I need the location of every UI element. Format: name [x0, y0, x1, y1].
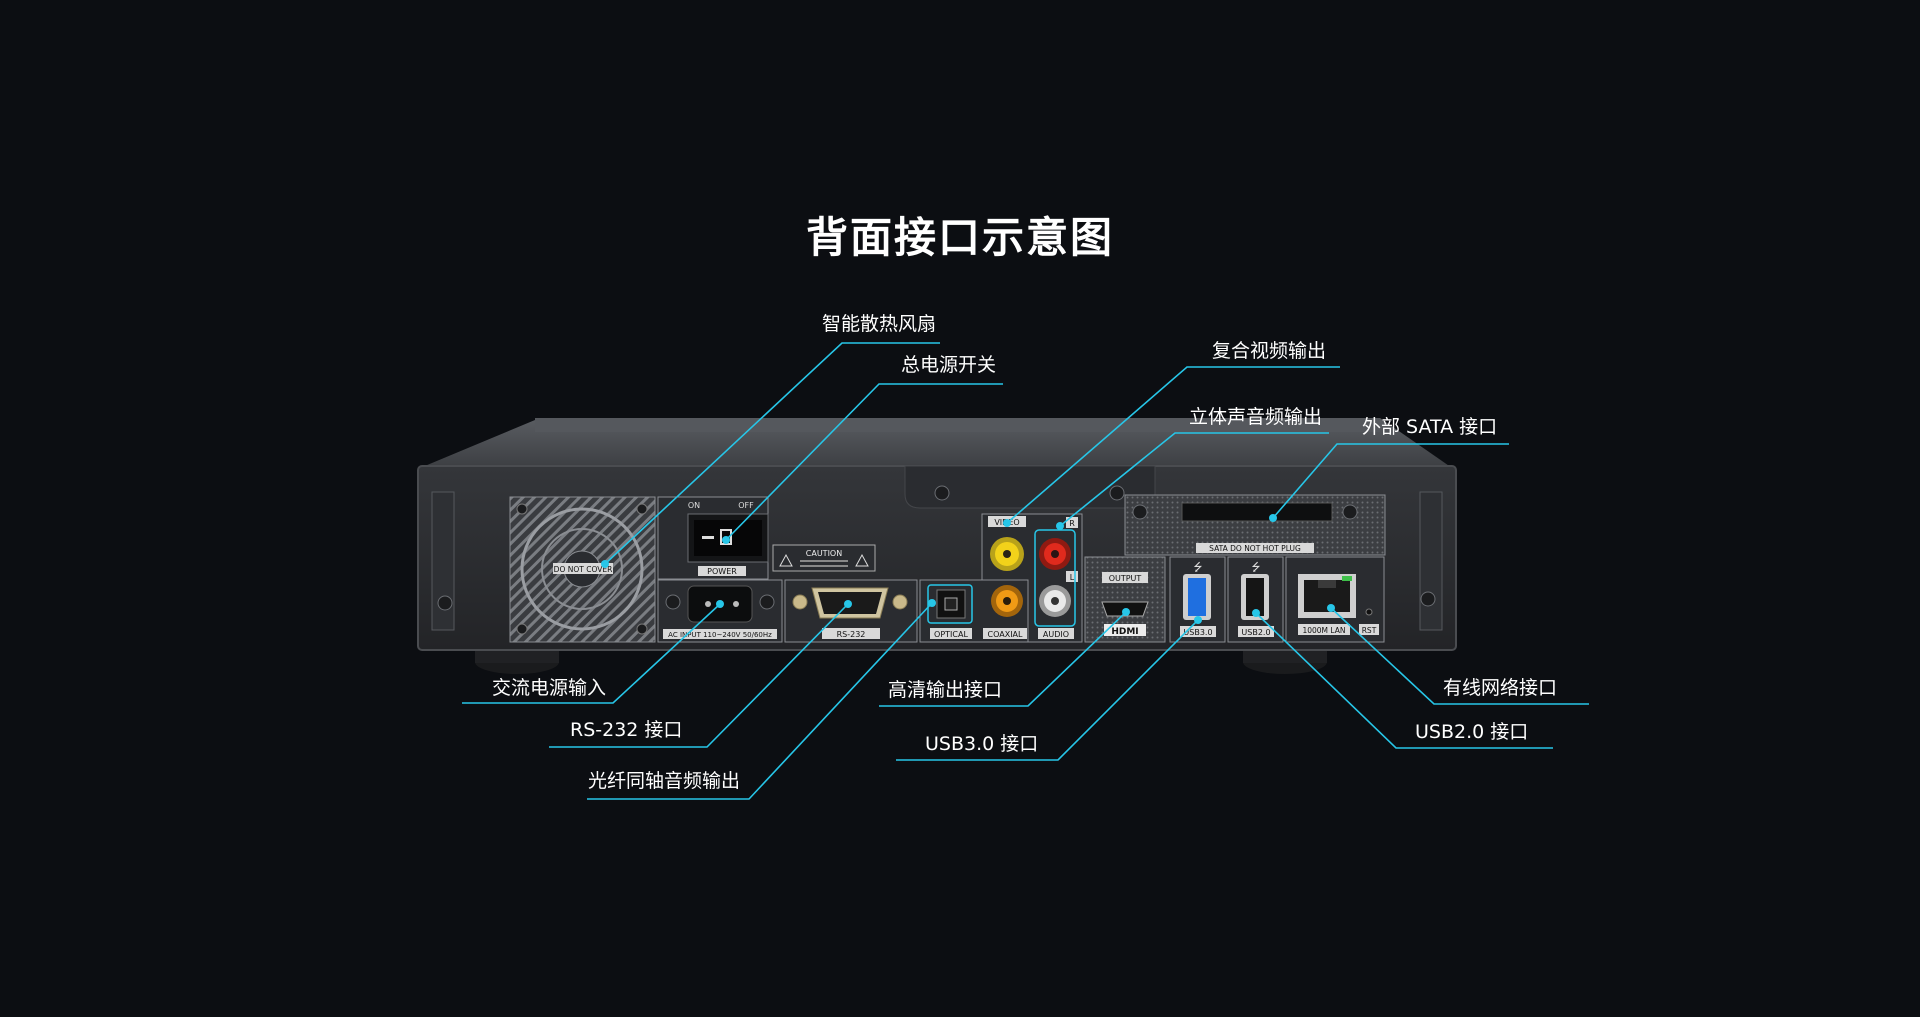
leader-composite-video [1006, 366, 1340, 524]
leader-optical-coax [587, 602, 933, 800]
usb3-text: USB3.0 [1183, 628, 1212, 637]
usb2-port[interactable]: ⭍ USB2.0 [1227, 556, 1284, 643]
callout-power-switch: 总电源开关 [900, 354, 996, 376]
power-label: POWER [707, 567, 737, 576]
video-jack[interactable] [990, 537, 1024, 571]
callout-lines [462, 342, 1589, 800]
leader-stereo-audio [1059, 432, 1329, 527]
ac-input-port[interactable]: AC INPUT 110~240V 50/60Hz [657, 579, 783, 643]
optical-text: OPTICAL [934, 630, 968, 639]
audio-text: AUDIO [1043, 630, 1069, 639]
usb3-port[interactable]: ⭍ USB3.0 [1169, 556, 1226, 643]
coaxial-jack[interactable] [991, 585, 1023, 617]
callout-ac-input: 交流电源输入 [492, 677, 607, 699]
hdmi-port[interactable]: OUTPUT HDMI [1084, 556, 1166, 643]
callout-stereo-audio: 立体声音频输出 [1188, 406, 1322, 428]
caution-label: CAUTION [772, 544, 876, 572]
power-switch[interactable]: ON OFF POWER [657, 496, 769, 580]
leader-usb2 [1255, 612, 1553, 749]
usb2-text: USB2.0 [1241, 628, 1270, 637]
hdmi-text: HDMI [1111, 627, 1138, 637]
fan-vent: DO NOT COVER [509, 496, 656, 643]
callout-usb2: USB2.0 接口 [1415, 721, 1529, 743]
callout-optical-coax: 光纤同轴音频输出 [588, 770, 741, 792]
usb-icon: ⭍ [1193, 561, 1202, 574]
usb-icon: ⭍ [1251, 561, 1260, 574]
leader-power-switch [725, 383, 1003, 541]
leader-lan [1330, 607, 1589, 705]
rs232-port[interactable]: RS-232 [784, 579, 918, 643]
caution-text: CAUTION [806, 549, 842, 558]
page-title: 背面接口示意图 [805, 213, 1114, 263]
do-not-cover-text: DO NOT COVER [554, 565, 613, 574]
audio-right-jack[interactable] [1039, 538, 1071, 570]
r-text: R [1069, 519, 1075, 528]
l-text: L [1070, 573, 1075, 582]
sata-text: SATA DO NOT HOT PLUG [1209, 544, 1301, 553]
leader-rs232 [549, 603, 849, 748]
leader-usb3 [896, 619, 1199, 761]
callout-dots [601, 514, 1335, 624]
esata-port[interactable]: SATA DO NOT HOT PLUG [1124, 494, 1386, 556]
off-label: OFF [738, 501, 754, 510]
callout-rs232: RS-232 接口 [570, 719, 683, 741]
output-text: OUTPUT [1109, 574, 1142, 583]
lan-port[interactable]: 1000M LAN RST [1285, 556, 1385, 643]
leader-esata [1272, 443, 1509, 519]
callout-fan: 智能散热风扇 [821, 313, 936, 335]
leader-fan [604, 342, 940, 565]
rst-text: RST [1362, 626, 1377, 635]
on-label: ON [688, 501, 700, 510]
callout-esata: 外部 SATA 接口 [1362, 416, 1498, 438]
optical-port[interactable] [936, 589, 966, 619]
leader-hdmi [879, 611, 1127, 707]
coaxial-text: COAXIAL [988, 630, 1024, 639]
leader-ac-input [462, 603, 721, 704]
callout-composite-video: 复合视频输出 [1211, 340, 1326, 362]
audio-left-jack[interactable] [1039, 585, 1071, 617]
lan-text: 1000M LAN [1302, 626, 1345, 635]
ac-input-text: AC INPUT 110~240V 50/60Hz [668, 631, 772, 639]
callout-lan: 有线网络接口 [1443, 677, 1558, 699]
callout-hdmi: 高清输出接口 [888, 679, 1003, 701]
callout-usb3: USB3.0 接口 [925, 733, 1039, 755]
rs232-text: RS-232 [837, 630, 866, 639]
